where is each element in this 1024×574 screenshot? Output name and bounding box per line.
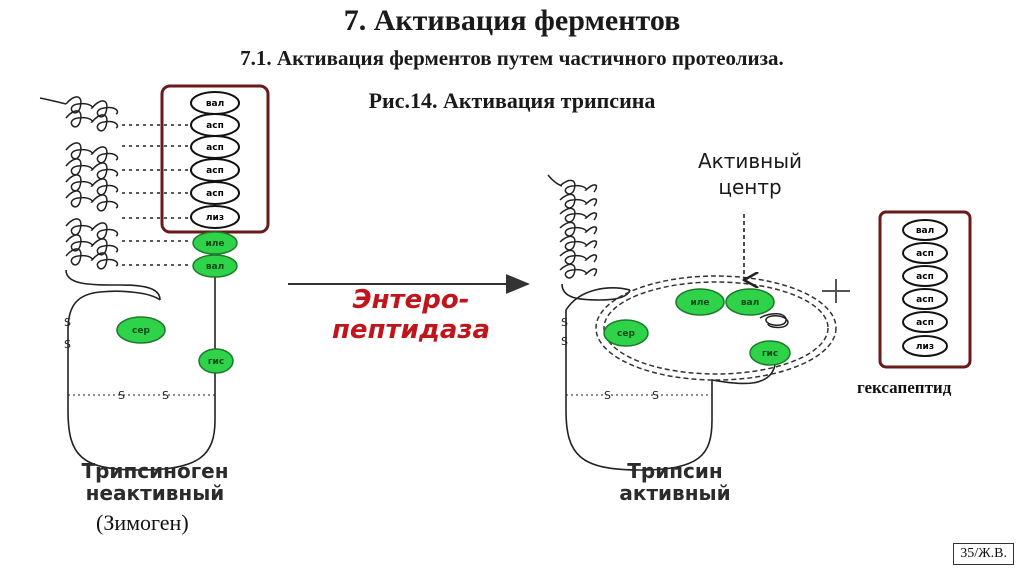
active-center-line-2: центр bbox=[680, 174, 820, 200]
trypsinogen-caption-line-1: Трипсиноген bbox=[40, 460, 270, 482]
trypsin-caption-line-2: активный bbox=[570, 482, 780, 504]
svg-text:асп: асп bbox=[916, 295, 934, 305]
enteropeptidase-line-1: Энтеро- bbox=[306, 286, 516, 316]
svg-text:асп: асп bbox=[206, 166, 224, 176]
residue-ile-right: иле bbox=[676, 289, 724, 315]
trypsin-caption-line-1: Трипсин bbox=[570, 460, 780, 482]
svg-text:вал: вал bbox=[916, 226, 934, 236]
trypsinogen-helix-coils bbox=[40, 97, 118, 269]
residue-asp-left-1: асп bbox=[191, 114, 239, 136]
svg-text:гис: гис bbox=[762, 349, 778, 359]
svg-text:сер: сер bbox=[132, 326, 150, 336]
trypsinogen-green-residues: иле вал сер гис bbox=[117, 232, 237, 373]
residue-val-free: вал bbox=[903, 220, 947, 240]
residue-lys-free: лиз bbox=[903, 336, 947, 356]
svg-text:вал: вал bbox=[206, 99, 224, 109]
svg-text:сер: сер bbox=[617, 329, 635, 339]
svg-text:вал: вал bbox=[741, 298, 759, 308]
disulfide-s-right-bottom-1: S bbox=[604, 389, 611, 402]
trypsin-structure: S S S S иле вал сер гис bbox=[548, 175, 836, 470]
svg-text:лиз: лиз bbox=[916, 342, 934, 352]
plus-sign bbox=[822, 279, 850, 303]
residue-val-left-green: вал bbox=[193, 255, 237, 277]
trypsinogen-backbone bbox=[66, 270, 215, 470]
residue-asp-free-2: асп bbox=[903, 266, 947, 286]
residue-lys-left: лиз bbox=[191, 206, 239, 228]
trypsin-caption: Трипсин активный bbox=[570, 460, 780, 504]
disulfide-s-left-1: S bbox=[64, 316, 71, 329]
active-center-line-1: Активный bbox=[680, 148, 820, 174]
residue-ser-right: сер bbox=[604, 320, 648, 346]
disulfide-s-right-2: S bbox=[561, 335, 568, 348]
residue-asp-free-4: асп bbox=[903, 312, 947, 332]
svg-text:асп: асп bbox=[916, 272, 934, 282]
svg-text:асп: асп bbox=[206, 189, 224, 199]
svg-text:асп: асп bbox=[916, 249, 934, 259]
residue-val-left: вал bbox=[191, 92, 239, 114]
trypsinogen-hydrogen-bonds bbox=[122, 125, 190, 265]
residue-asp-free-3: асп bbox=[903, 289, 947, 309]
svg-text:лиз: лиз bbox=[206, 213, 224, 223]
trypsinogen-hexapeptide-residues: вал асп асп асп асп лиз bbox=[191, 92, 239, 228]
svg-text:асп: асп bbox=[206, 121, 224, 131]
residue-asp-free-1: асп bbox=[903, 243, 947, 263]
disulfide-s-left-2: S bbox=[64, 338, 71, 351]
svg-text:гис: гис bbox=[208, 357, 224, 367]
trypsinogen-caption: Трипсиноген неактивный bbox=[40, 460, 270, 504]
svg-text:иле: иле bbox=[690, 298, 709, 308]
residue-asp-left-2: асп bbox=[191, 136, 239, 158]
svg-text:асп: асп bbox=[916, 318, 934, 328]
trypsin-green-residues: иле вал сер гис bbox=[604, 289, 790, 365]
disulfide-s-bottom-2: S bbox=[162, 389, 169, 402]
residue-his-right: гис bbox=[750, 341, 790, 365]
trypsinogen-structure: S S S S вал асп асп асп bbox=[40, 86, 268, 470]
enteropeptidase-label: Энтеро- пептидаза bbox=[306, 286, 516, 346]
residue-asp-left-3: асп bbox=[191, 159, 239, 181]
page-number-badge: 35/Ж.В. bbox=[953, 543, 1014, 565]
residue-asp-left-4: асп bbox=[191, 182, 239, 204]
disulfide-s-right-bottom-2: S bbox=[652, 389, 659, 402]
active-center-label: Активный центр bbox=[680, 148, 820, 200]
residue-val-right: вал bbox=[726, 289, 774, 315]
svg-text:вал: вал bbox=[206, 262, 224, 272]
disulfide-s-bottom-1: S bbox=[118, 389, 125, 402]
residue-ser-left: сер bbox=[117, 317, 165, 343]
svg-text:иле: иле bbox=[205, 239, 224, 249]
residue-his-left: гис bbox=[199, 349, 233, 373]
trypsinogen-caption-line-2: неактивный bbox=[40, 482, 270, 504]
residue-ile-left: иле bbox=[193, 232, 237, 254]
svg-text:асп: асп bbox=[206, 143, 224, 153]
free-hexapeptide: вал асп асп асп асп лиз bbox=[880, 212, 970, 367]
hexapeptide-label: гексапептид bbox=[857, 378, 951, 398]
enteropeptidase-line-2: пептидаза bbox=[306, 316, 516, 346]
zymogen-label: (Зимоген) bbox=[96, 510, 189, 536]
disulfide-s-right-1: S bbox=[561, 316, 568, 329]
